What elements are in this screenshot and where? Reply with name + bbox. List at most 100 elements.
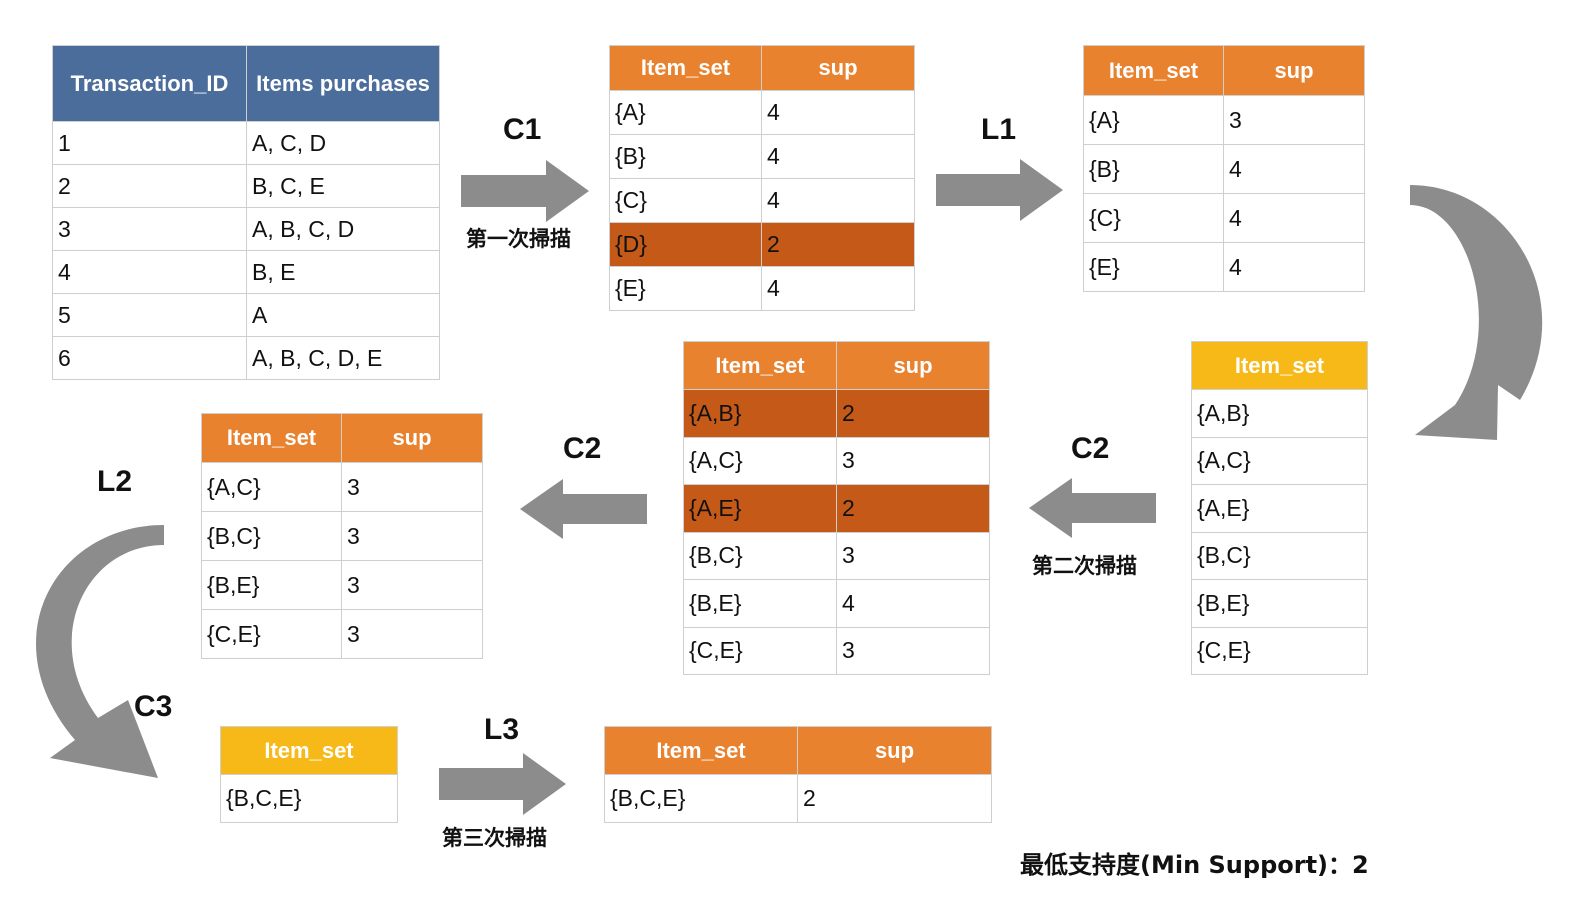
table-row-pruned: {A,E}2 (683, 484, 990, 533)
item-set-cell: {A,C} (683, 436, 837, 485)
table-row: {B,C}3 (683, 531, 990, 580)
label-scan1: 第一次掃描 (466, 227, 571, 251)
items-cell: B, E (246, 250, 440, 294)
item-set-cell: {C,E} (1191, 626, 1368, 675)
item-set-cell: {B,C} (201, 511, 342, 561)
column-header-item-set: Item_set (683, 341, 837, 390)
sup-cell: 4 (761, 90, 915, 135)
item-set-cell: {B,C,E} (604, 774, 798, 823)
sup-cell: 2 (797, 774, 992, 823)
table-row: {A,C} (1191, 436, 1368, 485)
items-cell: A, B, C, D, E (246, 336, 440, 380)
table-row: {B,C}3 (201, 511, 483, 561)
sup-cell: 3 (836, 626, 990, 675)
c1-table: Item_set sup {A}4 {B}4 {C}4 {D}2 {E}4 (609, 45, 915, 311)
sup-cell: 4 (836, 579, 990, 628)
column-header-items-purchases: Items purchases (246, 45, 440, 122)
arrow-curve-left (36, 525, 164, 778)
transaction-id-cell: 5 (52, 293, 247, 337)
sup-cell: 3 (341, 609, 483, 659)
c3-candidates-table: Item_set {B,C,E} (220, 726, 398, 823)
table-row: {B,C,E}2 (604, 774, 992, 823)
c2-table: Item_set sup {A,B}2 {A,C}3 {A,E}2 {B,C}3… (683, 341, 990, 675)
label-c1: C1 (503, 113, 542, 146)
table-row: {B}4 (609, 134, 915, 179)
table-row: {A,C}3 (201, 462, 483, 512)
item-set-cell: {B,C} (683, 531, 837, 580)
label-l3: L3 (484, 713, 520, 746)
table-row: {B,E} (1191, 579, 1368, 628)
table-row: {C}4 (609, 178, 915, 223)
item-set-cell: {A} (1083, 95, 1224, 145)
table-row: {C,E}3 (683, 626, 990, 675)
column-header-item-set: Item_set (201, 413, 342, 463)
sup-cell: 4 (761, 266, 915, 311)
table-row: {B,E}4 (683, 579, 990, 628)
table-row: {B}4 (1083, 144, 1365, 194)
column-header-sup: sup (761, 45, 915, 91)
table-row: {C,E}3 (201, 609, 483, 659)
item-set-cell: {B,C} (1191, 531, 1368, 580)
sup-cell: 3 (341, 560, 483, 610)
sup-cell: 3 (341, 462, 483, 512)
table-row-pruned: {D}2 (609, 222, 915, 267)
column-header-item-set: Item_set (1191, 341, 1368, 390)
column-header-sup: sup (836, 341, 990, 390)
items-cell: A (246, 293, 440, 337)
label-c3: C3 (134, 690, 173, 723)
table-row: {E}4 (609, 266, 915, 311)
table-row: {C,E} (1191, 626, 1368, 675)
sup-cell: 4 (761, 134, 915, 179)
column-header-sup: sup (1223, 45, 1365, 96)
sup-cell: 4 (1223, 193, 1365, 243)
item-set-cell: {B} (1083, 144, 1224, 194)
arrow-c1 (461, 160, 589, 222)
transaction-id-cell: 2 (52, 164, 247, 208)
column-header-sup: sup (341, 413, 483, 463)
table-row: {A}4 (609, 90, 915, 135)
table-row: {A,C}3 (683, 436, 990, 485)
column-header-item-set: Item_set (609, 45, 762, 91)
item-set-cell: {A,B} (1191, 389, 1368, 438)
table-row-pruned: {A,B}2 (683, 389, 990, 438)
transaction-id-cell: 1 (52, 121, 247, 165)
sup-cell: 3 (341, 511, 483, 561)
l1-table: Item_set sup {A}3 {B}4 {C}4 {E}4 (1083, 45, 1365, 292)
transaction-id-cell: 4 (52, 250, 247, 294)
arrow-curve-right (1410, 185, 1543, 440)
column-header-transaction-id: Transaction_ID (52, 45, 247, 122)
column-header-item-set: Item_set (220, 726, 398, 775)
c2-candidates-table: Item_set {A,B} {A,C} {A,E} {B,C} {B,E} {… (1191, 341, 1368, 675)
sup-cell: 4 (761, 178, 915, 223)
label-l1: L1 (981, 113, 1017, 146)
table-row: {B,E}3 (201, 560, 483, 610)
arrow-l3 (439, 753, 566, 815)
item-set-cell: {A,E} (683, 484, 837, 533)
label-l2: L2 (97, 465, 133, 498)
items-cell: A, B, C, D (246, 207, 440, 251)
l2-table: Item_set sup {A,C}3 {B,C}3 {B,E}3 {C,E}3 (201, 413, 483, 659)
item-set-cell: {D} (609, 222, 762, 267)
sup-cell: 3 (1223, 95, 1365, 145)
item-set-cell: {E} (609, 266, 762, 311)
item-set-cell: {C,E} (201, 609, 342, 659)
column-header-item-set: Item_set (1083, 45, 1224, 96)
sup-cell: 2 (761, 222, 915, 267)
min-support-note: 最低支持度(Min Support)：2 (1020, 851, 1369, 879)
table-row: {A,E} (1191, 484, 1368, 533)
label-scan2: 第二次掃描 (1032, 554, 1137, 578)
item-set-cell: {B,E} (683, 579, 837, 628)
arrow-c2-prune (520, 479, 647, 539)
column-header-sup: sup (797, 726, 992, 775)
column-header-item-set: Item_set (604, 726, 798, 775)
item-set-cell: {A,B} (683, 389, 837, 438)
transaction-id-cell: 3 (52, 207, 247, 251)
sup-cell: 2 (836, 484, 990, 533)
item-set-cell: {A} (609, 90, 762, 135)
